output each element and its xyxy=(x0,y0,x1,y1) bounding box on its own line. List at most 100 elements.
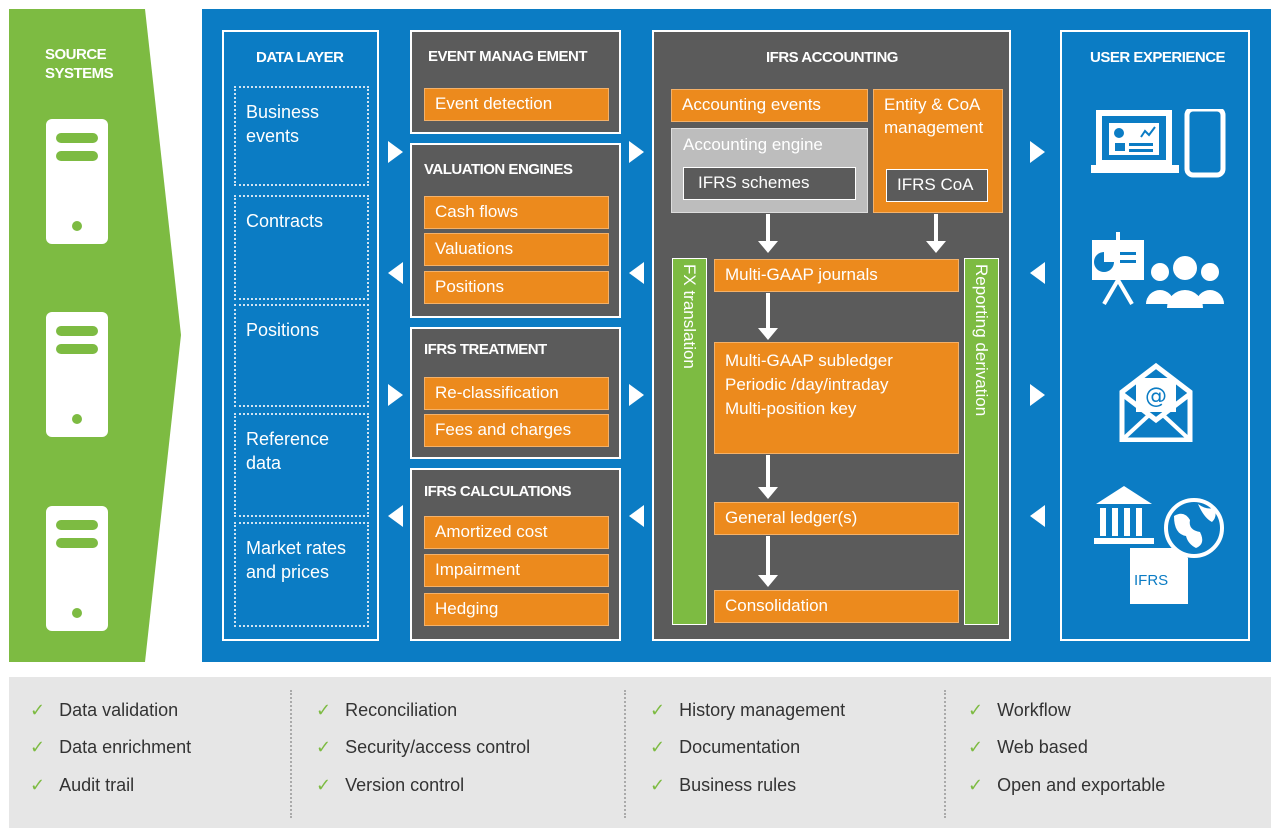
arrow-right-icon xyxy=(629,384,644,406)
source-systems-title-2: SYSTEMS xyxy=(45,65,114,82)
feature-item: ✓ Web based xyxy=(968,737,1088,758)
arrow-left-icon xyxy=(629,262,644,284)
feature-item: ✓ Data enrichment xyxy=(30,737,191,758)
arrow-down-icon xyxy=(758,487,778,499)
check-icon: ✓ xyxy=(650,737,666,757)
data-layer-item-line: and prices xyxy=(246,562,330,582)
features-bar xyxy=(9,677,1271,828)
data-layer-item: Positions xyxy=(234,304,369,407)
connector-line xyxy=(934,214,938,242)
server-icon xyxy=(46,119,108,244)
connector-line xyxy=(766,536,770,576)
check-icon: ✓ xyxy=(30,775,46,795)
ifrs-accounting-panel: IFRS ACCOUNTING Accounting events Entity… xyxy=(652,30,1011,641)
bank-icon xyxy=(1094,486,1224,604)
feature-label: Audit trail xyxy=(59,775,135,795)
positions-box: Positions xyxy=(424,271,609,304)
entity-coa-line: management xyxy=(884,118,984,137)
user-experience-title: USER EXPERIENCE xyxy=(1090,49,1226,66)
data-layer-item-line: Positions xyxy=(246,320,320,340)
event-detection-box: Event detection xyxy=(424,88,609,121)
multi-gaap-journals-box: Multi-GAAP journals xyxy=(714,259,959,292)
arrow-right-icon xyxy=(388,384,403,406)
hedging-box: Hedging xyxy=(424,593,609,626)
data-layer-item-line: Contracts xyxy=(246,211,324,231)
feature-item: ✓Data validation xyxy=(30,700,178,721)
valuation-engines-panel: VALUATION ENGINES Cash flows Valuations … xyxy=(410,143,621,318)
accounting-engine-box: Accounting engine IFRS schemes xyxy=(671,128,868,213)
feature-label: Documentation xyxy=(679,737,801,757)
arrow-down-icon xyxy=(758,241,778,253)
check-icon: ✓ xyxy=(650,775,666,795)
check-icon: ✓ xyxy=(650,700,666,720)
features-divider xyxy=(290,690,292,818)
ifrs-treatment-title: IFRS TREATMENT xyxy=(424,341,547,358)
check-icon: ✓ xyxy=(968,737,984,757)
feature-label: Web based xyxy=(997,737,1088,757)
arrow-right-icon xyxy=(629,141,644,163)
subledger-line: Periodic /day/intraday xyxy=(725,375,889,394)
data-layer-panel: DATA LAYER Business events Contracts Pos… xyxy=(222,30,379,641)
subledger-line: Multi-position key xyxy=(725,399,857,418)
feature-label: Data enrichment xyxy=(59,737,192,757)
consolidation-box: Consolidation xyxy=(714,590,959,623)
laptop-tablet-icon xyxy=(1091,109,1226,178)
feature-item: ✓ Workflow xyxy=(968,700,1071,721)
arrow-down-icon xyxy=(758,328,778,340)
bank-globe-document-icon: IFRS xyxy=(1090,476,1225,606)
source-systems-panel: SOURCE SYSTEMS xyxy=(9,9,181,662)
subledger-line: Multi-GAAP subledger xyxy=(725,351,893,370)
feature-label: Security/access control xyxy=(345,737,531,757)
data-layer-item-line: Reference xyxy=(246,429,330,449)
arrow-left-icon xyxy=(388,262,403,284)
check-icon: ✓ xyxy=(316,700,332,720)
entity-coa-box: Entity & CoA management IFRS CoA xyxy=(873,89,1003,213)
check-icon: ✓ xyxy=(30,737,46,757)
data-layer-item-line: events xyxy=(246,126,300,146)
data-layer-item-line: data xyxy=(246,453,282,473)
entity-coa-line: Entity & CoA xyxy=(884,95,981,114)
cash-flows-box: Cash flows xyxy=(424,196,609,229)
check-icon: ✓ xyxy=(316,737,332,757)
re-classification-box: Re-classification xyxy=(424,377,609,410)
ifrs-treatment-panel: IFRS TREATMENT Re-classification Fees an… xyxy=(410,327,621,459)
svg-text:@: @ xyxy=(1145,384,1167,409)
features-divider xyxy=(944,690,946,818)
data-layer-item: Reference data xyxy=(234,413,369,517)
data-layer-item: Contracts xyxy=(234,195,369,300)
ifrs-schemes-box: IFRS schemes xyxy=(683,167,856,200)
valuation-engines-title: VALUATION ENGINES xyxy=(424,161,573,178)
check-icon: ✓ xyxy=(968,700,984,720)
feature-item: ✓ History management xyxy=(650,700,845,721)
connector-line xyxy=(766,214,770,242)
accounting-engine-label: Accounting engine xyxy=(683,135,823,154)
accounting-events-box: Accounting events xyxy=(671,89,868,122)
arrow-right-icon xyxy=(388,141,403,163)
server-icon xyxy=(46,506,108,631)
arrow-down-icon xyxy=(926,241,946,253)
email-icon: @ xyxy=(1119,362,1193,442)
arrow-right-icon xyxy=(1030,141,1045,163)
check-icon: ✓ xyxy=(968,775,984,795)
fx-translation-label: FX translation xyxy=(680,264,699,369)
feature-item: ✓ Security/access control xyxy=(316,737,530,758)
valuations-box: Valuations xyxy=(424,233,609,266)
feature-label: Version control xyxy=(345,775,465,795)
arrow-left-icon xyxy=(629,505,644,527)
feature-label: Business rules xyxy=(679,775,797,795)
ifrs-coa-box: IFRS CoA xyxy=(886,169,988,202)
reporting-derivation-bar xyxy=(964,258,999,625)
data-layer-item: Business events xyxy=(234,86,369,186)
data-layer-item-line: Business xyxy=(246,102,320,122)
impairment-box: Impairment xyxy=(424,554,609,587)
feature-label: Workflow xyxy=(997,700,1071,720)
check-icon: ✓ xyxy=(316,775,332,795)
feature-label: History management xyxy=(679,700,846,720)
arrow-left-icon xyxy=(1030,262,1045,284)
feature-item: ✓Reconciliation xyxy=(316,700,457,721)
check-icon: ✓ xyxy=(30,700,46,720)
feature-item: ✓ Documentation xyxy=(650,737,800,758)
arrow-right-icon xyxy=(1030,384,1045,406)
feature-item: ✓ Business rules xyxy=(650,775,796,796)
ifrs-document-label: IFRS xyxy=(1134,572,1169,589)
